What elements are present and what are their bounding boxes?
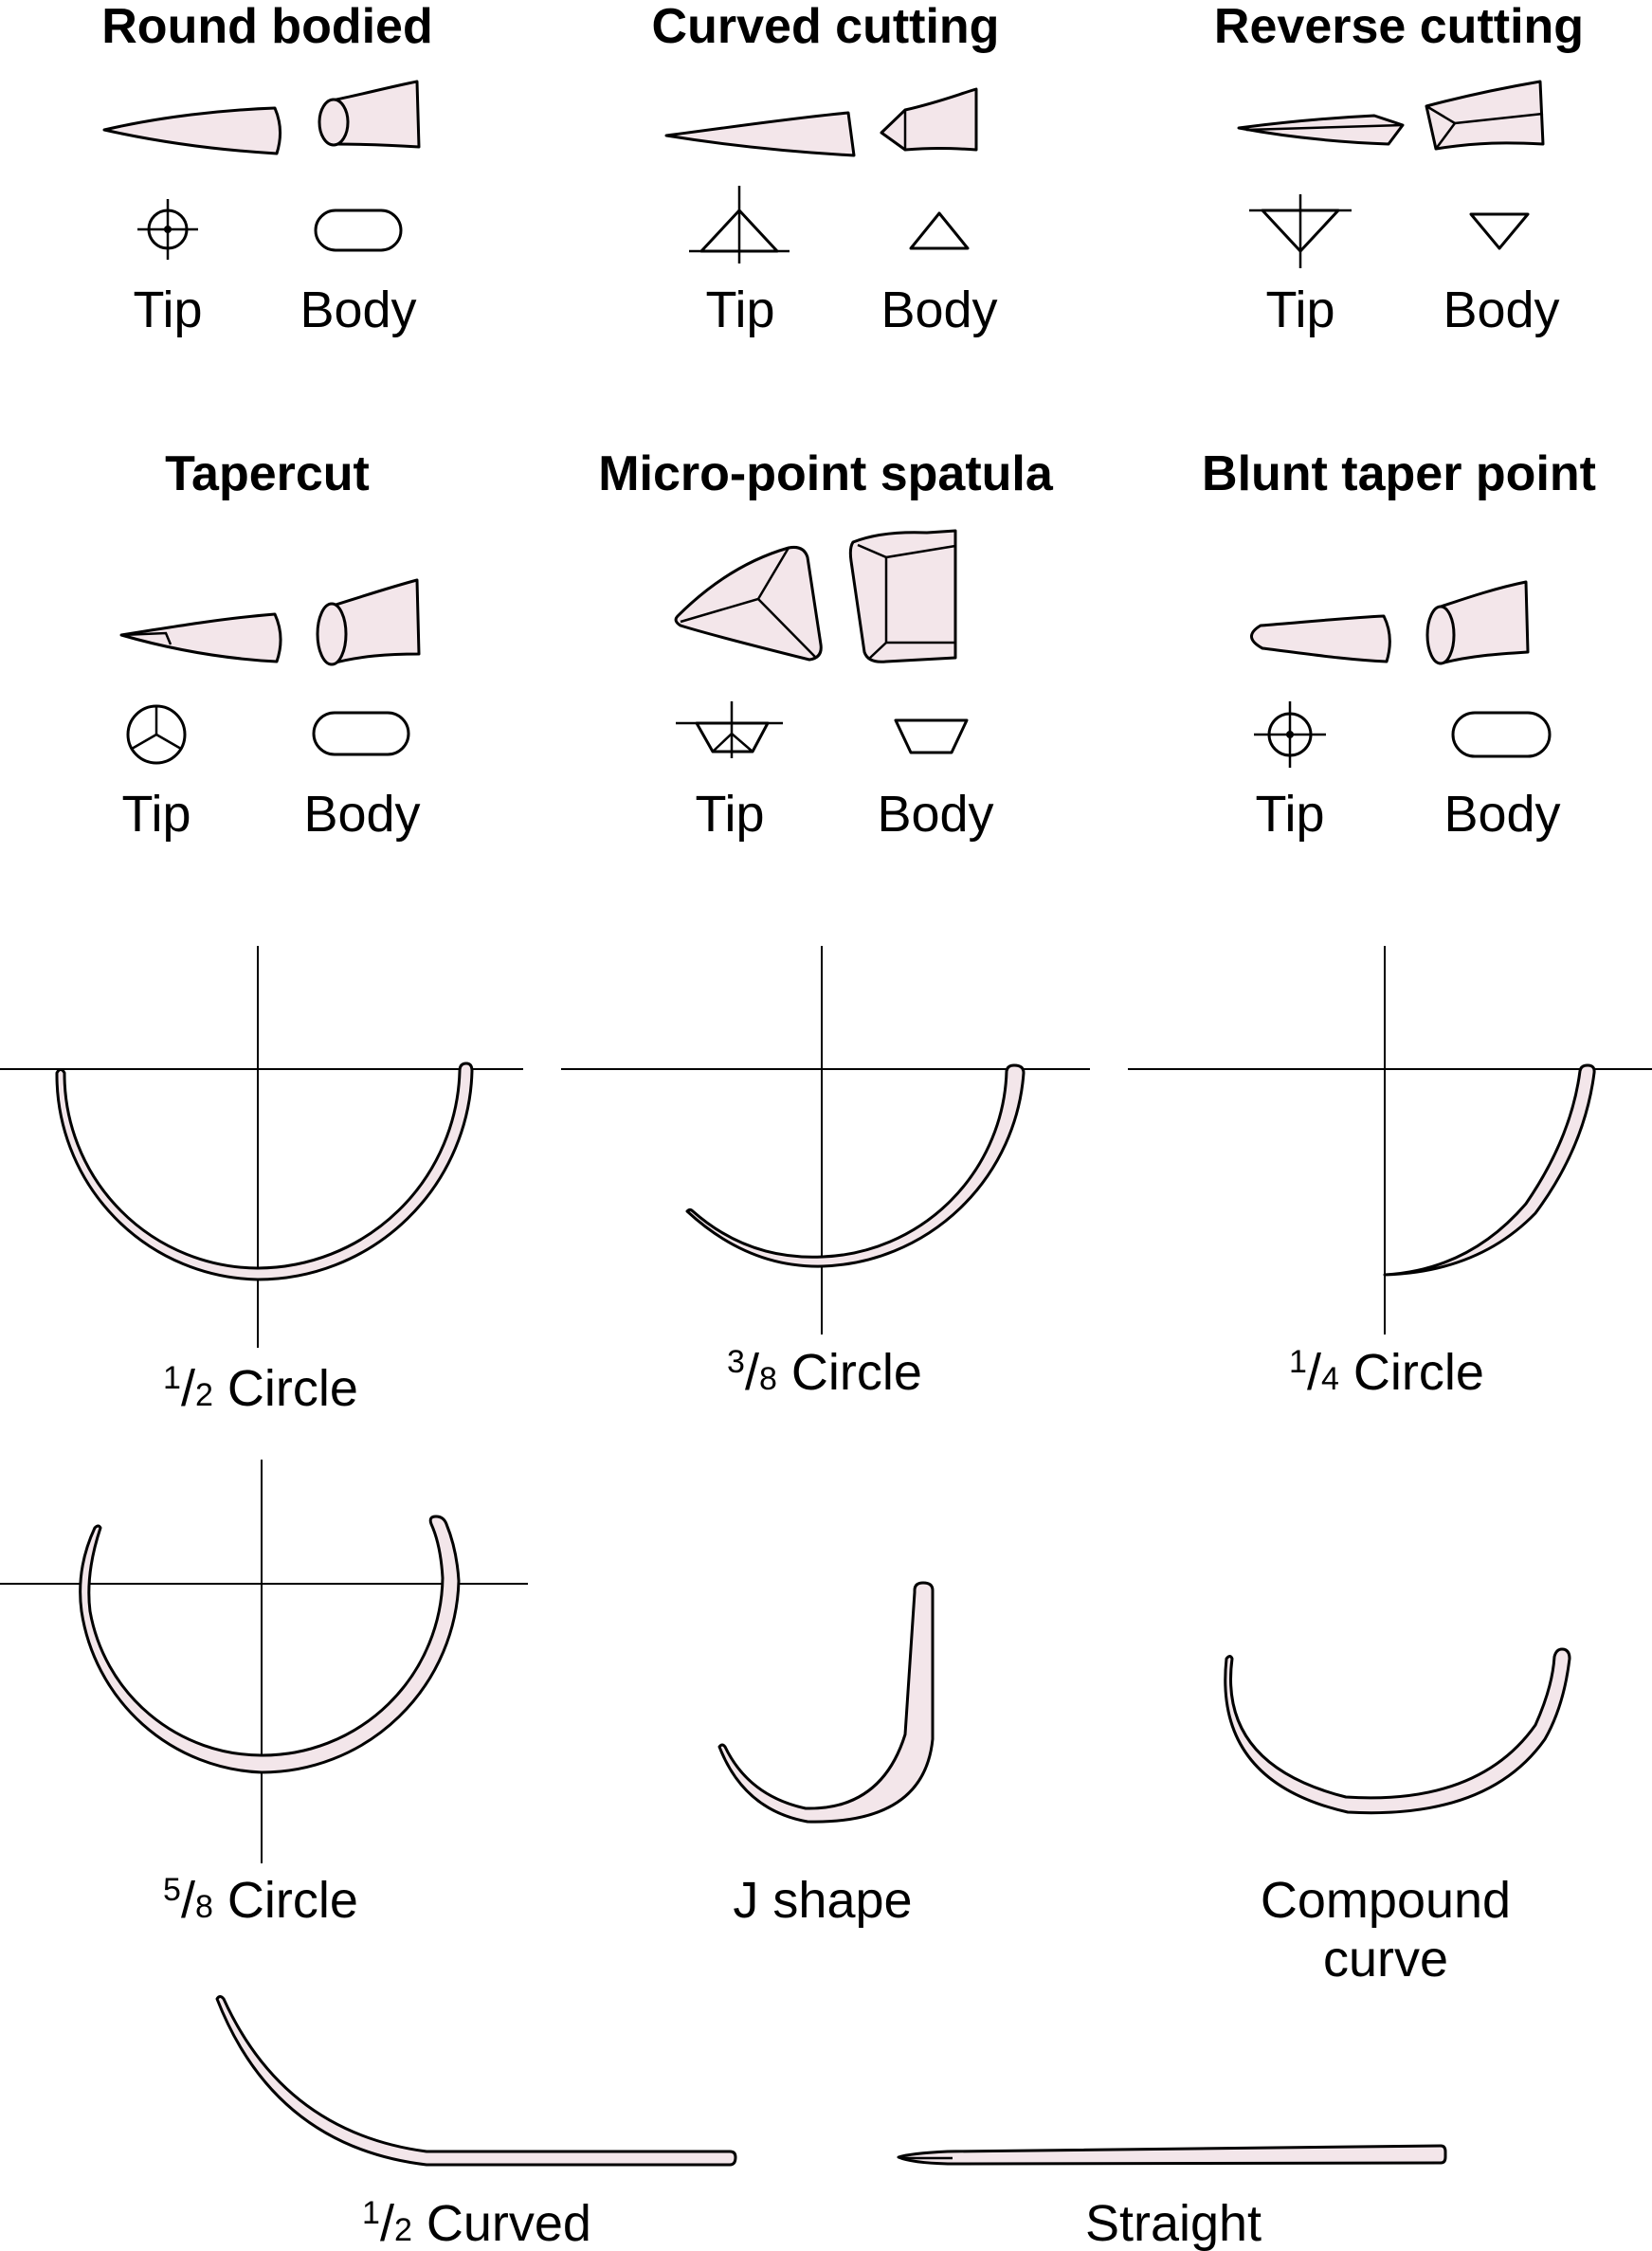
- curved-cutting-tip-symbol: [689, 186, 790, 263]
- tip-label: Tip: [695, 786, 764, 843]
- round-bodied-tip-needle: [102, 106, 281, 155]
- round-bodied-body-symbol: [314, 209, 403, 252]
- blunt-taper-cross-section: [1425, 605, 1456, 665]
- compound-curve-needle: [1224, 1647, 1571, 1815]
- curved-cutting-body-symbol: [909, 211, 970, 250]
- tip-label: Tip: [1265, 281, 1334, 338]
- tapercut-body-needle: [329, 578, 421, 665]
- body-label: Body: [1443, 281, 1559, 338]
- tip-label: Tip: [133, 281, 202, 338]
- panel-reverse-cutting: Reverse cutting Tip Body: [1214, 0, 1584, 338]
- curved-cutting-body-needle: [880, 87, 978, 152]
- shape-five-eighths-circle: 5/8 Circle: [0, 1460, 528, 1929]
- reverse-cutting-tip-needle: [1237, 114, 1405, 146]
- panel-round-bodied: Round bodied Tip Body: [101, 0, 432, 338]
- shape-quarter-circle: 1/4 Circle: [1128, 946, 1652, 1401]
- tip-label: Tip: [705, 281, 774, 338]
- tapercut-body-symbol: [312, 711, 410, 756]
- tip-label: Tip: [121, 786, 191, 843]
- body-label: Body: [877, 786, 993, 843]
- five-eighths-circle-needle: [79, 1515, 461, 1774]
- blunt-taper-body-needle: [1440, 580, 1530, 665]
- curved-cutting-tip-needle: [664, 111, 856, 157]
- panel-title: Curved cutting: [652, 0, 1000, 54]
- body-label: Body: [303, 786, 420, 843]
- blunt-taper-body-symbol: [1451, 711, 1552, 758]
- tapercut-tip-symbol: [126, 704, 187, 765]
- blunt-taper-tip-needle: [1250, 614, 1391, 663]
- body-label: Body: [300, 281, 416, 338]
- half-circle-needle: [55, 1062, 474, 1281]
- compound-curve-label-line2: curve: [1323, 1931, 1448, 1988]
- spatula-body-needle: [848, 529, 957, 663]
- tip-label: Tip: [1255, 786, 1324, 843]
- shape-compound-curve: Compound curve: [1224, 1647, 1571, 1988]
- blunt-taper-tip-symbol: [1254, 701, 1326, 768]
- reverse-cutting-tip-symbol: [1249, 194, 1352, 268]
- panel-tapercut: Tapercut Tip Body: [119, 446, 421, 843]
- round-bodied-cross-section: [318, 98, 350, 147]
- panel-micro-point-spatula: Micro-point spatula Tip Body: [598, 446, 1054, 843]
- half-circle-label: 1/2 Circle: [163, 1360, 358, 1417]
- panel-title: Round bodied: [101, 0, 432, 54]
- reverse-cutting-body-symbol: [1469, 212, 1530, 250]
- three-eighths-circle-label: 3/8 Circle: [727, 1344, 922, 1401]
- five-eighths-circle-label: 5/8 Circle: [163, 1872, 358, 1929]
- shape-half-curved: 1/2 Curved: [215, 1995, 737, 2251]
- j-shape-label: J shape: [733, 1872, 912, 1929]
- half-curved-needle: [215, 1995, 737, 2167]
- j-shape-needle: [717, 1581, 935, 1824]
- body-label: Body: [880, 281, 997, 338]
- body-label: Body: [1443, 786, 1560, 843]
- quarter-circle-needle: [1383, 1063, 1596, 1277]
- half-curved-label: 1/2 Curved: [362, 2195, 591, 2251]
- spatula-tip-needle: [674, 546, 823, 662]
- panel-title: Tapercut: [165, 446, 370, 501]
- compound-curve-label-line1: Compound: [1261, 1872, 1511, 1929]
- spatula-tip-symbol: [676, 701, 783, 758]
- straight-label: Straight: [1085, 2195, 1262, 2251]
- quarter-circle-label: 1/4 Circle: [1289, 1344, 1484, 1401]
- panel-title: Micro-point spatula: [598, 446, 1054, 501]
- shape-half-circle: 1/2 Circle: [0, 946, 523, 1417]
- spatula-body-symbol: [894, 718, 969, 754]
- panel-title: Reverse cutting: [1214, 0, 1584, 54]
- tapercut-cross-section: [316, 602, 348, 666]
- tapercut-tip-needle: [119, 612, 282, 663]
- panel-title: Blunt taper point: [1202, 446, 1596, 501]
- straight-needle: [897, 2144, 1447, 2166]
- round-bodied-tip-symbol: [137, 199, 198, 260]
- panel-blunt-taper-point: Blunt taper point Tip Body: [1202, 446, 1596, 843]
- three-eighths-circle-needle: [685, 1063, 1026, 1268]
- shape-j-shape: J shape: [717, 1581, 935, 1929]
- shape-three-eighths-circle: 3/8 Circle: [561, 946, 1090, 1401]
- round-bodied-body-needle: [331, 80, 421, 149]
- panel-curved-cutting: Curved cutting Tip Body: [652, 0, 1000, 338]
- shape-straight: Straight: [897, 2144, 1447, 2251]
